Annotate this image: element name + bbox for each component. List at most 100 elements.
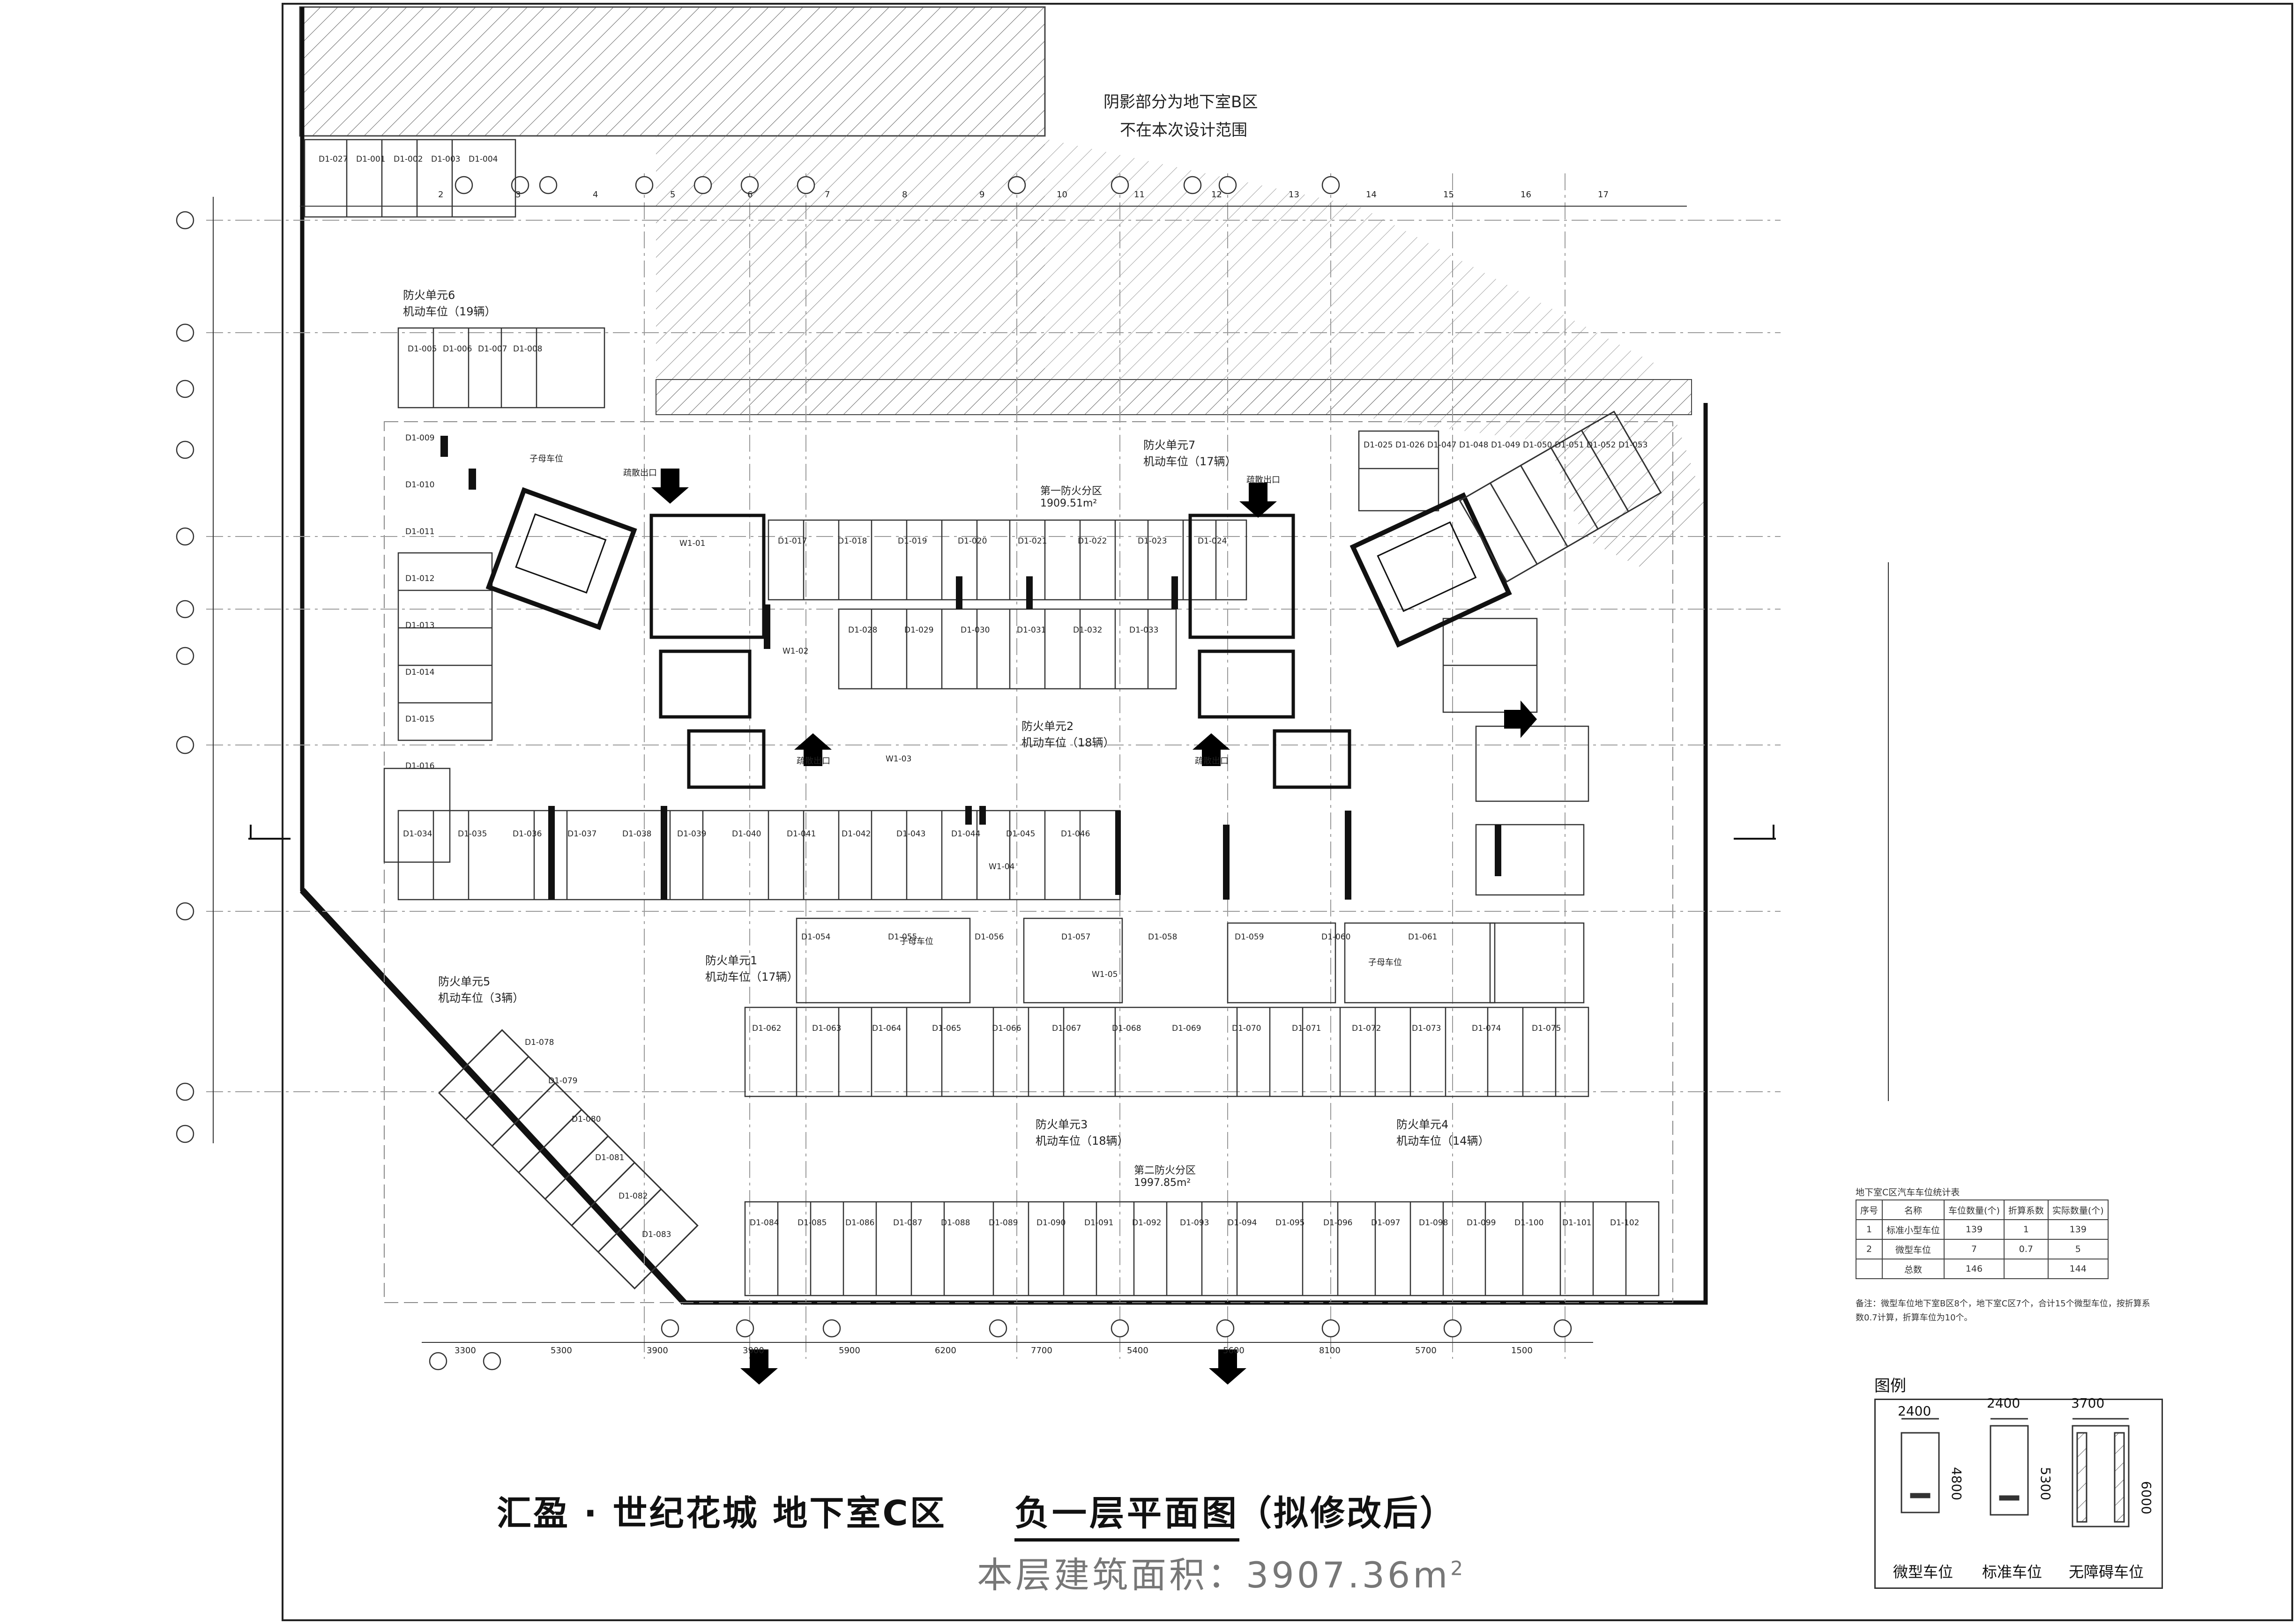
parking-stall-number: D1-040 [732,829,761,839]
legend-height: 5300 [2038,1467,2054,1501]
legend-height: 4800 [1949,1467,1965,1501]
legend-box [1874,1399,2163,1589]
dimension-value: 7700 [1031,1346,1052,1356]
legend-title: 图例 [1874,1377,1906,1395]
dimension-lines [213,197,1889,1343]
parking-stall-number: D1-060 [1321,932,1351,942]
parking-stall-number: D1-029 [904,626,934,635]
table-cell: 标准小型车位 [1882,1219,1945,1240]
parking-stall-number: D1-073 [1412,1024,1441,1033]
rotated-core-left [485,487,637,630]
axis-label: 13 [1289,190,1299,200]
dimension-value: 5900 [839,1346,860,1356]
stats-remark: 备注：微型车位地下室B区8个，地下室C区7个，合计15个微型车位，按折算系数0.… [1856,1299,2150,1323]
parking-stall-number: D1-069 [1172,1024,1201,1033]
legend-label-micro: 微型车位 [1893,1563,1953,1581]
parking-stall-number: D1-086 [845,1218,875,1228]
parking-stall-number: D1-054 [801,932,831,942]
parking-stall-number: D1-056 [975,932,1004,942]
parking-stall-number: D1-049 [1491,440,1521,450]
axis-label: 9 [979,190,985,200]
parking-stall-number: D1-042 [842,829,871,839]
legend-width: 3700 [2071,1395,2105,1411]
axis-label: 5 [670,190,676,200]
table-header-row: 序号名称 车位数量(个)折算系数 实际数量(个) [1855,1199,2109,1220]
parking-stall-number: D1-019 [898,536,927,546]
parking-stall-number: D1-037 [567,829,597,839]
dimension-value: 5300 [551,1346,572,1356]
parking-stall-number: D1-068 [1112,1024,1141,1033]
parking-stall-number: D1-097 [1371,1218,1401,1228]
dimension-value: 5400 [1127,1346,1148,1356]
parking-stall-number: W1-05 [1092,970,1118,979]
axis-label: 6 [747,190,753,200]
shaded-zone-b [299,6,1706,572]
parking-stall-number: W1-01 [679,539,706,548]
dimension-value: 3900 [647,1346,668,1356]
parking-stall-number: D1-028 [848,626,878,635]
table-header: 序号 [1855,1199,1883,1220]
grid-lines [206,173,1781,1359]
parking-stall-number: D1-093 [1180,1218,1209,1228]
parking-stall-number: D1-067 [1052,1024,1081,1033]
table-cell: 0.7 [2003,1239,2049,1259]
parking-stall-number: D1-092 [1132,1218,1162,1228]
parking-stall-number: D1-041 [787,829,816,839]
parking-stall-number: D1-017 [778,536,807,546]
parking-stall-number: D1-020 [958,536,987,546]
legend-height: 6000 [2139,1481,2154,1515]
parking-stall-number: D1-026 [1395,440,1425,450]
parking-stall-number: D1-014 [405,668,435,677]
parking-stall-number: D1-083 [642,1230,671,1239]
parking-stall-number: D1-082 [619,1192,648,1201]
axis-label: 2 [438,190,444,200]
project-title: 汇盈 · 世纪花城 地下室C区 [497,1493,947,1534]
table-cell: 7 [1944,1239,2005,1259]
parking-stall-number: D1-099 [1467,1218,1496,1228]
dimension-value: 3300 [455,1346,476,1356]
dimension-value: 5600 [1223,1346,1245,1356]
sheet-border [282,3,2293,1621]
parking-stall-number: D1-035 [458,829,487,839]
shaded-zone-note-line1: 阴影部分为地下室B区 [1103,93,1258,112]
sub-parent-stall-label: 子母车位 [1368,958,1402,968]
parking-stall-number: D1-032 [1073,626,1103,635]
parking-stall-number: D1-091 [1084,1218,1114,1228]
parking-stall-number: D1-012 [405,574,435,583]
axis-label: 16 [1521,190,1531,200]
drawing-note: （拟修改后） [1237,1493,1456,1534]
parking-stall-number: D1-043 [896,829,926,839]
parking-stall-number: D1-044 [951,829,981,839]
parking-stall-number: D1-006 [443,344,472,354]
parking-stall-number: D1-071 [1292,1024,1321,1033]
parking-stall-number: D1-096 [1323,1218,1353,1228]
parking-stall-number: D1-058 [1148,932,1178,942]
exit-label: 疏散出口 [623,468,657,478]
parking-stall-number: D1-027 [319,155,348,164]
table-cell [2003,1259,2049,1279]
parking-stall-number: D1-046 [1061,829,1090,839]
shaded-zone-note-line2: 不在本次设计范围 [1120,121,1247,140]
parking-stall-number: D1-087 [893,1218,923,1228]
parking-stall-number: W1-04 [989,862,1015,872]
parking-stall-number: D1-059 [1235,932,1264,942]
stats-caption: 地下室C区汽车车位统计表 [1856,1187,1960,1198]
parking-stall-number: D1-088 [941,1218,970,1228]
parking-stall-number: D1-002 [394,155,423,164]
parking-stall-number: D1-036 [513,829,542,839]
parking-stall-number: D1-051 [1555,440,1584,450]
dimension-value: 6200 [935,1346,956,1356]
table-cell: 微型车位 [1882,1239,1945,1259]
exit-arrows [651,469,1537,1385]
parking-stall-number: D1-007 [478,344,507,354]
parking-stall-number: D1-039 [677,829,707,839]
parking-stall-number: D1-031 [1017,626,1046,635]
parking-stall-number: D1-064 [872,1024,902,1033]
parking-stall-number: D1-074 [1472,1024,1501,1033]
